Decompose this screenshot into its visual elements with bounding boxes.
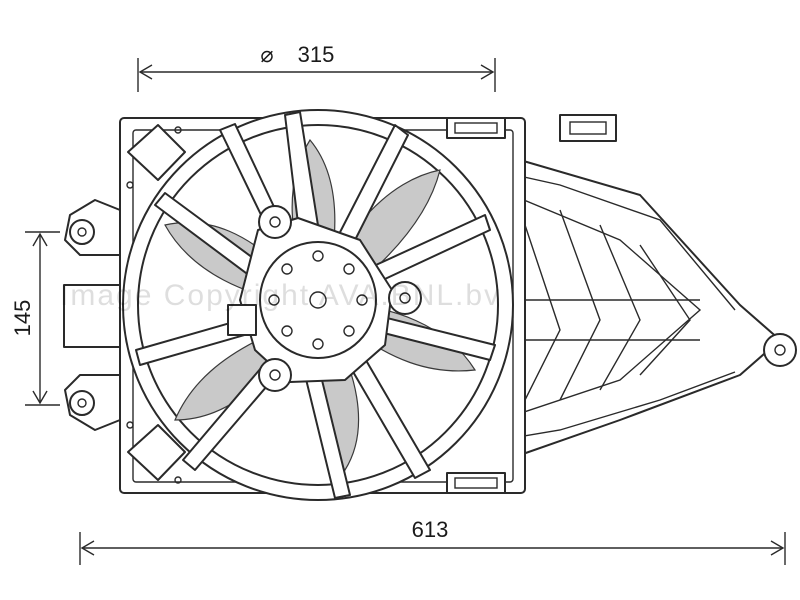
side-bracket xyxy=(63,284,121,348)
motor-hub xyxy=(227,205,422,392)
top-clip xyxy=(446,117,506,139)
left-mount-lugs xyxy=(63,199,121,431)
top-left-corner-pad xyxy=(127,124,186,181)
hub-mount-lug-right xyxy=(388,281,422,315)
bottom-clip xyxy=(446,472,506,494)
dimension-height: 145 xyxy=(10,231,60,406)
dimension-diameter: ⌀ 315 xyxy=(137,42,496,92)
diameter-symbol: ⌀ xyxy=(260,42,273,67)
watermark-text: Image Copyright AVA.BNL.bv xyxy=(60,279,501,312)
connector-plug-icon xyxy=(559,114,617,142)
right-mount-lug xyxy=(763,333,797,367)
hub-mount-lug-top xyxy=(258,205,292,239)
height-value: 145 xyxy=(10,300,35,337)
bottom-left-corner-pad xyxy=(127,424,186,481)
length-value: 613 xyxy=(412,517,449,542)
hub-terminal xyxy=(227,304,257,336)
dimension-length: 613 xyxy=(79,517,786,565)
diameter-value: 315 xyxy=(298,42,335,67)
hub-mount-lug-bottom xyxy=(258,358,292,392)
